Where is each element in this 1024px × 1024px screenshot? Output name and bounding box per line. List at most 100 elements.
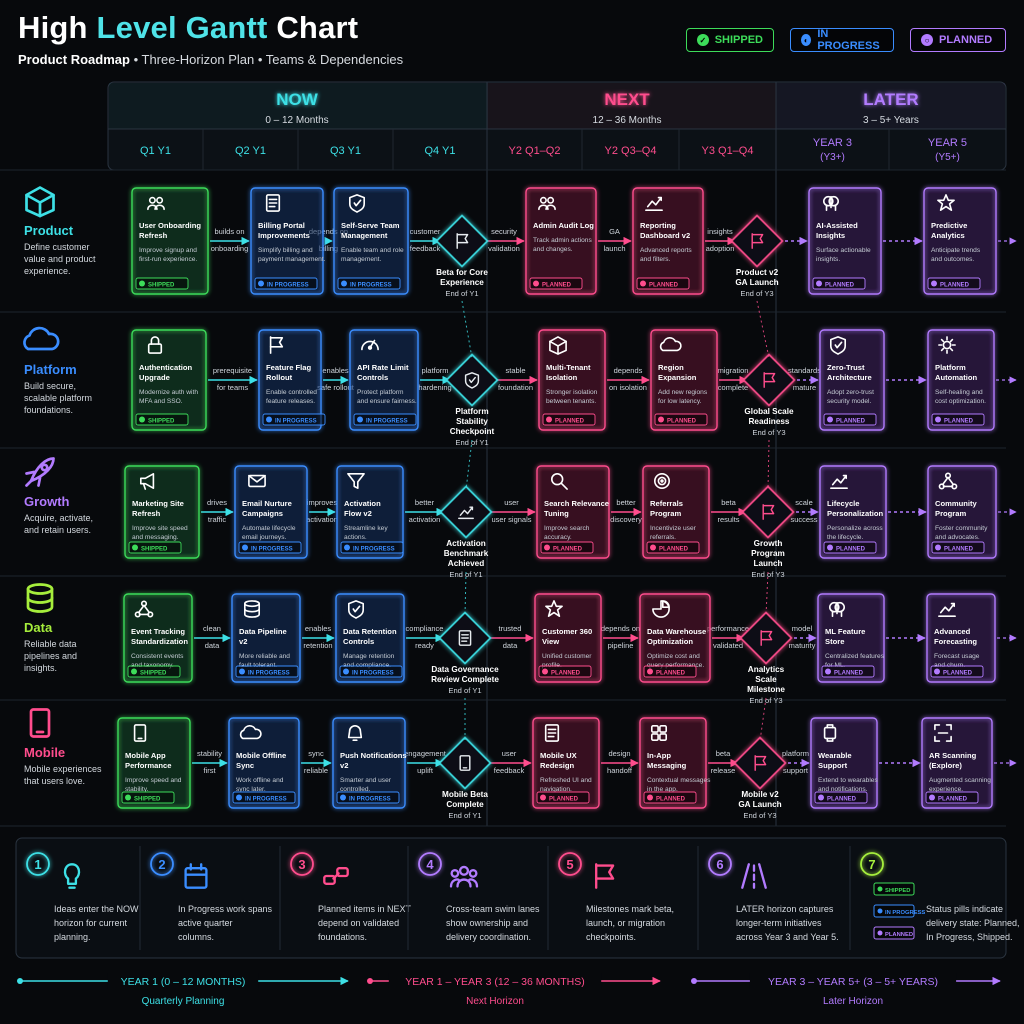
task-title: Data Pipeline (239, 627, 287, 636)
task-description: and changes. (533, 246, 573, 253)
status-label: PLANNED (555, 419, 585, 425)
note-status-label: PLANNED (885, 932, 913, 938)
note-number: 5 (566, 857, 573, 872)
milestone-date: End of Y1 (449, 570, 482, 579)
note-status-pill (873, 882, 915, 896)
dependency-label: beta (716, 749, 731, 758)
task-description: and compliance. (343, 662, 391, 669)
milestone-title: Launch (753, 559, 782, 568)
milestone-title: Complete (446, 800, 484, 809)
status-dot (266, 416, 272, 423)
icon-path (826, 724, 834, 742)
status-label: PLANNED (827, 797, 857, 803)
status-pill (232, 791, 296, 804)
dependency-label: success (790, 515, 817, 524)
status-dot (647, 668, 653, 675)
task-description: Add new regions (658, 389, 708, 396)
task-title: Platform (935, 363, 966, 372)
icon-path (347, 725, 363, 739)
icon-path (646, 196, 663, 208)
icon-circle (367, 345, 373, 350)
dependency-label: enables (322, 366, 349, 375)
icon-path (23, 326, 60, 351)
note-status-pill (873, 926, 915, 940)
dependency-label: complete (718, 383, 748, 392)
icon-rect (265, 194, 281, 212)
column-header: YEAR 3 (813, 137, 852, 149)
task-description: MFA and SSO. (139, 398, 183, 405)
icon-path (545, 204, 556, 211)
status-label: IN PROGRESS (350, 283, 392, 289)
status-label: PLANNED (649, 283, 679, 289)
milestone-title: Review Complete (431, 675, 499, 684)
task-card-frame (234, 465, 308, 559)
timeline-label: YEAR 3 – YEAR 5+ (3 – 5+ YEARS) (768, 976, 938, 988)
icon-path (353, 199, 362, 207)
task-title: Reporting (640, 221, 676, 230)
lightbulb-icon (63, 863, 81, 889)
task-card-frame (131, 329, 207, 431)
milestone-chain (756, 300, 770, 359)
task-title: Isolation (546, 373, 578, 382)
task-title: Self-Serve Team (341, 221, 400, 230)
icon-rect (659, 724, 668, 733)
status-pill (339, 665, 403, 678)
icon-rect (29, 708, 51, 738)
status-dot (546, 416, 552, 423)
status-dot (650, 544, 656, 551)
icon-path (459, 506, 474, 516)
status-label: IN PROGRESS (353, 547, 395, 553)
note-text: Milestones mark beta, (586, 904, 674, 914)
status-dot (647, 794, 653, 801)
task-description: Unified customer (542, 653, 592, 660)
task-title: (Explore) (929, 761, 962, 770)
status-pill (337, 277, 401, 290)
task-description: Foster community (935, 525, 988, 532)
icon-circle (828, 601, 840, 613)
icon-path (538, 204, 549, 211)
progress-icon: ◐ (801, 34, 812, 46)
icon-path (25, 470, 36, 475)
status-label: IN PROGRESS (248, 671, 290, 677)
task-description: fault tolerant. (239, 662, 277, 669)
timeline-segment: YEAR 1 – YEAR 3 (12 – 36 MONTHS)Next Hor… (367, 973, 661, 1007)
timeline-segment: YEAR 1 (0 – 12 MONTHS)Quarterly Planning (17, 973, 349, 1007)
task-title: Campaigns (242, 509, 283, 518)
column-header: Q3 Y1 (330, 145, 361, 157)
milestone-date: End of Y1 (445, 289, 478, 298)
timeline-label-bg (388, 973, 602, 989)
status-label: PLANNED (659, 547, 689, 553)
status-dot (239, 668, 245, 675)
task-title: Multi-Tenant (546, 363, 591, 372)
status-label: PLANNED (825, 283, 855, 289)
task-title: Dashboard v2 (640, 231, 690, 240)
icon-path (37, 476, 42, 487)
icon-path (741, 863, 767, 889)
milestone-title: Mobile Beta (442, 790, 488, 799)
dependency-label: ready (415, 641, 434, 650)
column-header: Y2 Q3–Q4 (605, 145, 657, 157)
icon-path (545, 600, 563, 618)
task-description: first-run experience. (139, 256, 197, 263)
bell-icon (347, 725, 363, 742)
task-description: Streamline key (344, 525, 388, 532)
status-pill (340, 541, 404, 554)
task-card-frame (632, 187, 704, 295)
milestone-date: End of Y1 (448, 686, 481, 695)
status-dot (343, 668, 349, 675)
dependency-label: stable (505, 366, 525, 375)
task-title: v2 (340, 761, 348, 770)
dependency-label: GA (609, 227, 620, 236)
icon-circle (942, 340, 952, 350)
task-description: navigation. (540, 786, 572, 793)
icon-path (268, 198, 278, 208)
status-pill (643, 791, 697, 804)
milestone-date: End of Y3 (743, 811, 776, 820)
task-title: Architecture (827, 373, 872, 382)
